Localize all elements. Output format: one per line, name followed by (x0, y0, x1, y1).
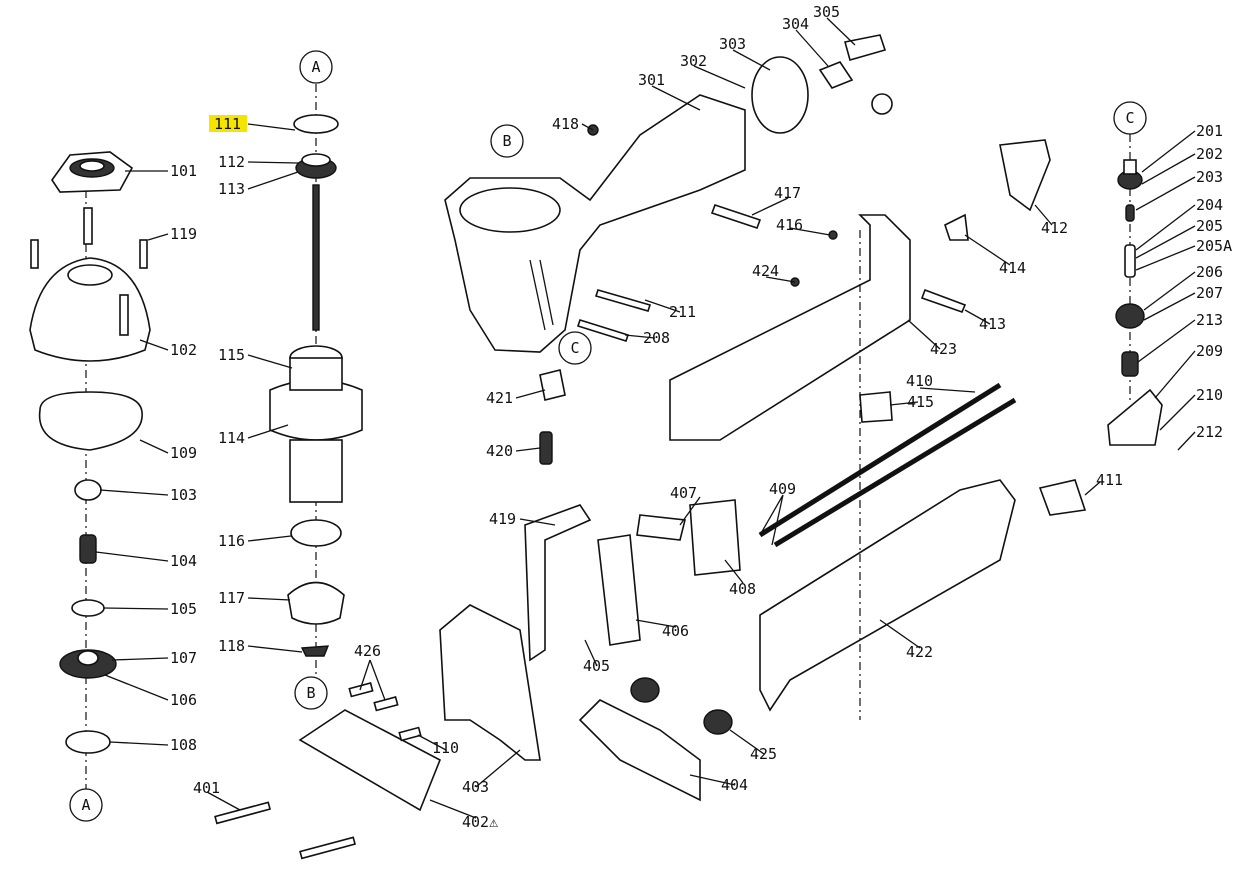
label-207: 207 (1196, 284, 1223, 302)
label-205: 205 (1196, 217, 1223, 235)
svg-text:B: B (502, 132, 511, 150)
svg-text:C: C (1125, 109, 1134, 127)
label-104: 104 (170, 552, 197, 570)
label-419: 419 (489, 510, 516, 528)
label-418: 418 (552, 115, 579, 133)
label-401: 401 (193, 779, 220, 797)
ref-circle-a-top: A (299, 50, 333, 84)
label-210: 210 (1196, 386, 1223, 404)
label-422: 422 (906, 643, 933, 661)
ref-circle-a-bottom: A (69, 788, 103, 822)
label-421: 421 (486, 389, 513, 407)
label-202: 202 (1196, 145, 1223, 163)
label-118: 118 (218, 637, 245, 655)
label-407: 407 (670, 484, 697, 502)
label-109: 109 (170, 444, 197, 462)
label-101: 101 (170, 162, 197, 180)
label-211: 211 (669, 303, 696, 321)
svg-text:A: A (311, 58, 320, 76)
label-404: 404 (721, 776, 748, 794)
label-403: 403 (462, 778, 489, 796)
label-413: 413 (979, 315, 1006, 333)
ref-circle-c-valve: C (1113, 101, 1147, 135)
label-303: 303 (719, 35, 746, 53)
label-420: 420 (486, 442, 513, 460)
label-402: 402⚠ (462, 813, 498, 831)
label-411: 411 (1096, 471, 1123, 489)
ref-circle-c-body: C (558, 331, 592, 365)
label-106: 106 (170, 691, 197, 709)
label-111: 111 (214, 115, 241, 133)
label-410: 410 (906, 372, 933, 390)
label-426: 426 (354, 642, 381, 660)
part-group-valve (1107, 134, 1163, 446)
label-201: 201 (1196, 122, 1223, 140)
label-208: 208 (643, 329, 670, 347)
label-302: 302 (680, 52, 707, 70)
label-116: 116 (218, 532, 245, 550)
svg-text:B: B (306, 684, 315, 702)
svg-text:A: A (81, 796, 90, 814)
label-115: 115 (218, 346, 245, 364)
label-102: 102 (170, 341, 197, 359)
label-105: 105 (170, 600, 197, 618)
part-group-cap (29, 151, 151, 790)
label-103: 103 (170, 486, 197, 504)
part-group-piston (269, 84, 363, 680)
label-204: 204 (1196, 196, 1223, 214)
label-424: 424 (752, 262, 779, 280)
leader-lines (95, 17, 1196, 819)
label-409: 409 (769, 480, 796, 498)
label-304: 304 (782, 15, 809, 33)
label-119: 119 (170, 225, 197, 243)
label-417: 417 (774, 184, 801, 202)
label-301: 301 (638, 71, 665, 89)
label-110: 110 (432, 739, 459, 757)
label-209: 209 (1196, 342, 1223, 360)
highlight-111 (209, 115, 247, 132)
svg-text:C: C (570, 339, 579, 357)
label-305: 305 (813, 3, 840, 21)
ref-circle-b-body: B (490, 124, 524, 158)
label-408: 408 (729, 580, 756, 598)
ref-circle-b-bottom: B (294, 676, 328, 710)
label-203: 203 (1196, 168, 1223, 186)
label-412: 412 (1041, 219, 1068, 237)
label-213: 213 (1196, 311, 1223, 329)
label-107: 107 (170, 649, 197, 667)
label-416: 416 (776, 216, 803, 234)
label-415: 415 (907, 393, 934, 411)
label-112: 112 (218, 153, 245, 171)
label-414: 414 (999, 259, 1026, 277)
label-406: 406 (662, 622, 689, 640)
label-113: 113 (218, 180, 245, 198)
label-423: 423 (930, 340, 957, 358)
label-206: 206 (1196, 263, 1223, 281)
label-108: 108 (170, 736, 197, 754)
label-114: 114 (218, 429, 245, 447)
part-labels: 101 119 102 109 103 104 105 107 106 108 … (170, 3, 1232, 831)
label-117: 117 (218, 589, 245, 607)
label-212: 212 (1196, 423, 1223, 441)
label-405: 405 (583, 657, 610, 675)
part-group-body (214, 34, 1087, 860)
label-205a: 205A (1196, 237, 1232, 255)
label-425: 425 (750, 745, 777, 763)
